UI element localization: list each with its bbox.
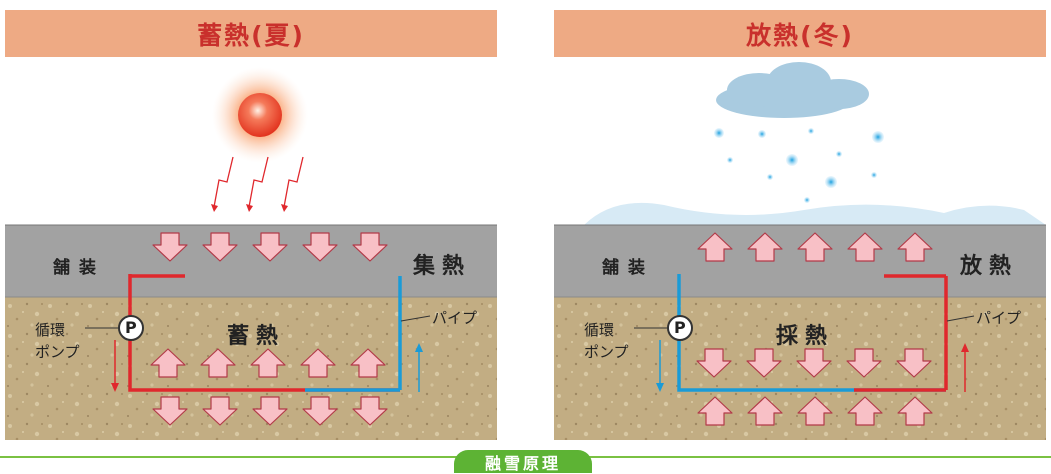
- pipe-label: パイプ: [432, 309, 478, 327]
- winter-panel: 放熱(冬): [554, 0, 1046, 440]
- pump-icon: [85, 315, 144, 341]
- surface-label: 放熱: [960, 254, 1019, 279]
- cloud-icon: [716, 62, 869, 118]
- ground-label: 採熱: [776, 324, 835, 349]
- snowflake-icon: [714, 128, 884, 203]
- pump-label-2: ポンプ: [584, 343, 629, 361]
- pump-label-2: ポンプ: [35, 343, 80, 361]
- panel-title: 蓄熱(夏): [5, 10, 497, 57]
- sunlight-arrows: [211, 156, 304, 212]
- pump-icon: [634, 315, 693, 341]
- pavement-label: 舗装: [53, 258, 105, 278]
- footer-label: 融雪原理: [454, 450, 592, 473]
- pipe-loop: [128, 274, 402, 392]
- pipe-label-line: [946, 315, 975, 322]
- pipe-label: パイプ: [976, 309, 1022, 327]
- summer-diagram: [5, 67, 497, 440]
- soil-layer: [5, 297, 497, 440]
- summer-panel: 蓄熱(夏): [5, 0, 497, 440]
- pavement-layer: [5, 225, 497, 297]
- pavement-layer: [554, 225, 1046, 297]
- pump-label-1: 循環: [35, 321, 66, 339]
- snow-mound: [584, 202, 1046, 225]
- flow-arrows: [111, 340, 423, 392]
- sun-icon: [212, 67, 308, 163]
- flow-arrows: [656, 340, 969, 392]
- panel-title: 放熱(冬): [554, 10, 1046, 57]
- pipe-label-line: [400, 315, 431, 322]
- soil-layer: [554, 297, 1046, 440]
- ground-label: 蓄熱: [227, 324, 286, 349]
- pavement-label: 舗装: [602, 258, 654, 278]
- pump-letter: P: [674, 318, 686, 337]
- pump-label-1: 循環: [584, 321, 615, 339]
- pump-letter: P: [125, 318, 137, 337]
- winter-diagram: [554, 62, 1046, 440]
- pipe-loop: [677, 274, 948, 392]
- surface-label: 集熱: [413, 254, 472, 279]
